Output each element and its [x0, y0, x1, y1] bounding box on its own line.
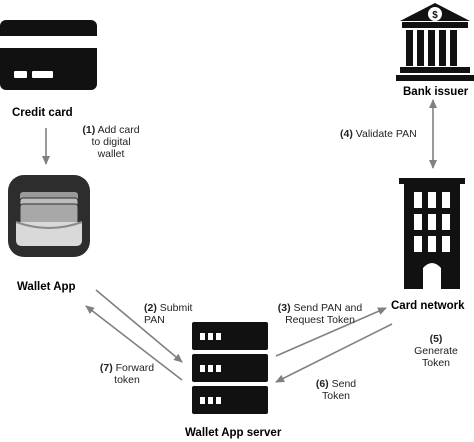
- step-2-text-1: Submit: [159, 302, 193, 314]
- server-rack-icon: [192, 322, 268, 414]
- wallet-app-icon: [8, 175, 90, 257]
- step-7-text-2: token: [114, 374, 140, 386]
- step-5-text-1: Generate: [414, 345, 458, 357]
- step-1-text-3: wallet: [97, 148, 125, 160]
- card-network-title: Card network: [391, 300, 465, 312]
- step-2-text-2: PAN: [144, 314, 165, 326]
- step-1-text-1: Add card: [97, 124, 140, 136]
- step-3-number: (3): [277, 302, 291, 314]
- arrow-step-7: [85, 305, 183, 381]
- step-5-label: (5) Generate Token: [404, 333, 468, 369]
- step-7-label: (7) Forward token: [90, 362, 164, 386]
- arrow-step-2: [95, 289, 183, 363]
- step-3-label: (3) Send PAN and Request Token: [268, 302, 372, 326]
- arrow-step-3: [275, 307, 387, 357]
- wallet-app-title: Wallet App: [17, 281, 76, 293]
- svg-text:$: $: [432, 10, 438, 21]
- credit-card-title: Credit card: [12, 107, 73, 119]
- step-1-label: (1) Add card to digital wallet: [78, 124, 144, 160]
- step-7-number: (7): [99, 362, 113, 374]
- step-4-text-1: Validate PAN: [355, 128, 417, 140]
- step-2-number: (2): [144, 302, 157, 314]
- credit-card-icon: [0, 20, 97, 90]
- step-6-text-2: Token: [321, 390, 351, 402]
- step-7-text-1: Forward: [115, 362, 155, 374]
- step-6-number: (6): [315, 378, 329, 390]
- office-building-icon: [399, 178, 465, 289]
- step-5-text-2: Token: [421, 357, 451, 369]
- step-1-text-2: to digital: [91, 136, 131, 148]
- step-3-text-1: Send PAN and: [293, 302, 363, 314]
- wallet-server-title: Wallet App server: [185, 427, 282, 439]
- step-5-number: (5): [429, 333, 443, 345]
- arrow-step-6: [275, 323, 393, 383]
- bank-issuer-title: Bank issuer: [403, 86, 469, 98]
- step-6-text-1: Send: [331, 378, 357, 390]
- step-3-text-2: Request Token: [285, 314, 355, 326]
- step-4-number: (4): [340, 128, 353, 140]
- bank-icon: $: [396, 3, 474, 81]
- step-4-label: (4) Validate PAN: [340, 128, 417, 140]
- step-2-label: (2) Submit PAN: [144, 302, 192, 326]
- step-1-number: (1): [82, 124, 96, 136]
- step-6-label: (6) Send Token: [305, 378, 367, 402]
